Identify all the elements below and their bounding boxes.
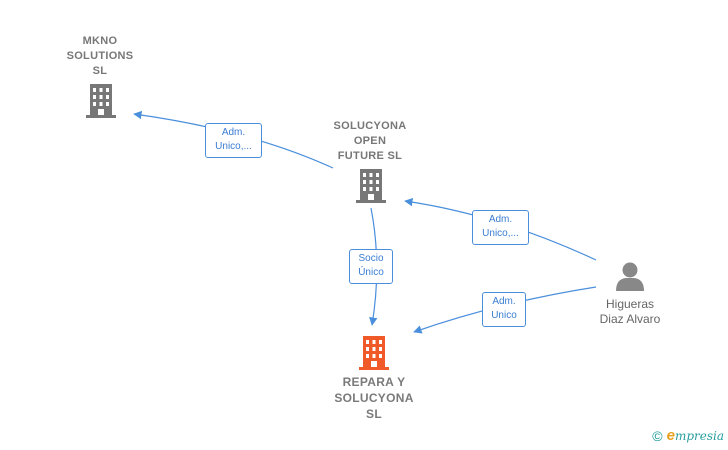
edge-label-person-to-open[interactable]: Adm. Unico,... bbox=[472, 210, 529, 245]
company-label-mkno[interactable]: MKNO SOLUTIONS SL bbox=[66, 35, 134, 77]
footer-branding: © empresia bbox=[652, 427, 724, 444]
edge-label-person-to-repara[interactable]: Adm. Unico bbox=[482, 292, 526, 327]
building-icon-solucyona-open bbox=[356, 169, 386, 203]
building-icon-mkno bbox=[86, 84, 116, 118]
building-icon-repara bbox=[359, 336, 389, 370]
company-label-repara[interactable]: REPARA Y SOLUCYONA SL bbox=[334, 375, 414, 421]
company-label-solucyona-open[interactable]: SOLUCYONA OPEN FUTURE SL bbox=[333, 120, 407, 162]
person-icon bbox=[616, 262, 644, 291]
brand-logo: empresia bbox=[666, 427, 724, 444]
copyright-symbol: © bbox=[652, 428, 663, 444]
edge-label-open-to-mkno[interactable]: Adm. Unico,... bbox=[205, 123, 262, 158]
person-label[interactable]: Higueras Diaz Alvaro bbox=[599, 297, 661, 326]
edge-label-open-to-repara[interactable]: Socio Único bbox=[349, 249, 393, 284]
